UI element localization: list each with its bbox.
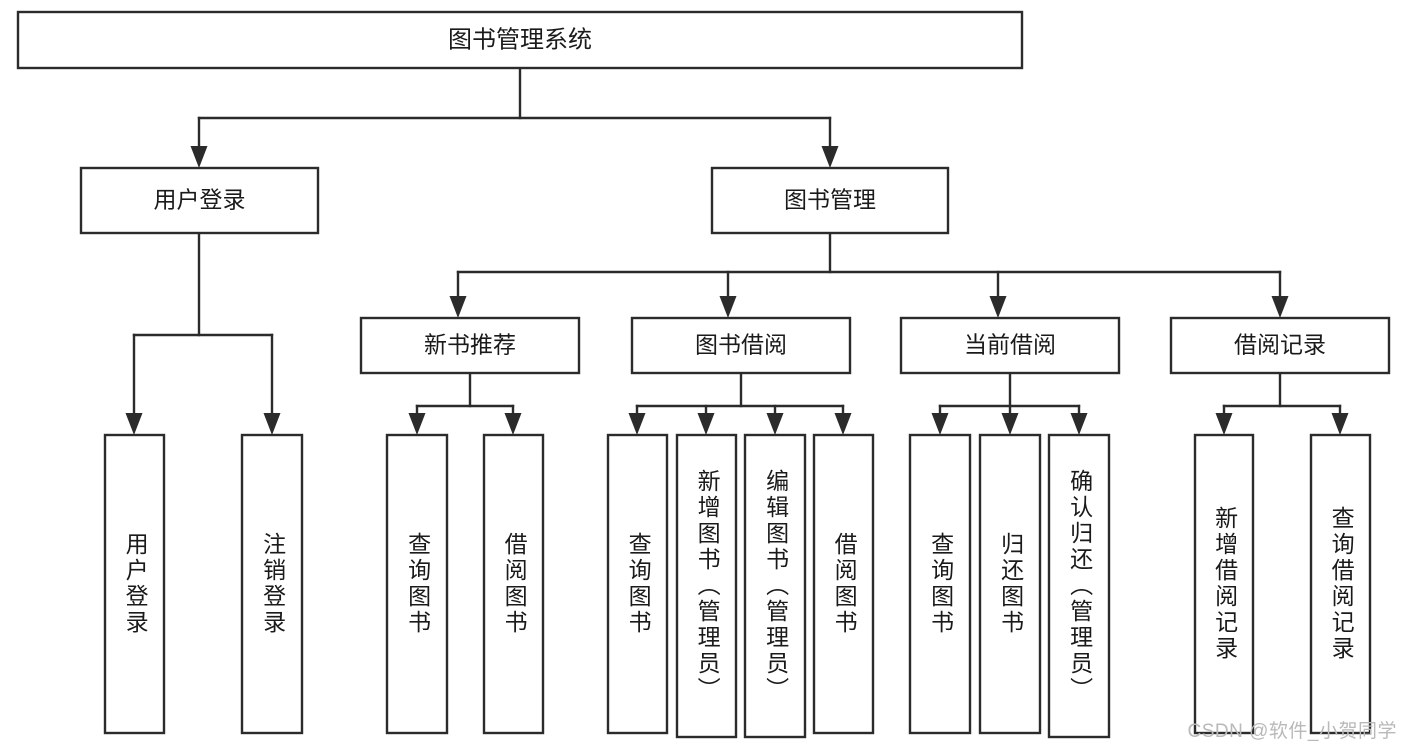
node-label-root: 图书管理系统 [448,26,592,53]
node-box-leaf-edit-book[interactable] [743,433,807,739]
current-borrow-children-arrow-2-head [1070,413,1088,435]
current-borrow-children-arrow-1-head [1001,413,1019,435]
book-borrow-children-arrow-3-head [834,413,852,435]
node-box-leaf-add-book[interactable] [675,433,738,739]
new-book-recommend-children-arrow-1-head [504,413,522,435]
book-borrow-children-arrow-2-head [766,413,784,435]
user-login-arrow-0-head [125,413,143,435]
connectors-layer [125,66,1349,435]
node-box-leaf-query-record[interactable] [1309,433,1372,735]
node-label-book-borrow: 图书借阅 [695,332,787,358]
node-box-root[interactable] [16,10,1024,70]
book-mgmt-arrow-0-head [449,296,467,318]
node-label-new-book-recommend: 新书推荐 [424,332,516,358]
node-label-current-borrow: 当前借阅 [964,332,1056,358]
node-label-borrow-record: 借阅记录 [1234,332,1326,358]
book-mgmt-arrow-1-head [719,296,737,318]
node-box-new-book-recommend[interactable] [359,316,581,375]
node-box-leaf-borrow-book-2[interactable] [812,433,875,735]
node-box-leaf-logout[interactable] [240,433,304,735]
root-arrow-0-head [190,146,208,168]
node-box-leaf-return-book[interactable] [978,433,1042,735]
current-borrow-children-arrow-0-head [931,413,949,435]
node-box-user-login[interactable] [79,166,320,235]
book-borrow-children-arrow-1-head [697,413,715,435]
book-borrow-children-arrow-0-head [628,413,646,435]
node-box-leaf-borrow-book-1[interactable] [482,433,545,735]
borrow-record-children-arrow-1-head [1331,413,1349,435]
node-box-leaf-add-record[interactable] [1193,433,1255,735]
node-box-leaf-query-book-1[interactable] [385,433,449,735]
csdn-watermark: CSDN @软件_小贺同学 [1187,721,1397,742]
new-book-recommend-children-arrow-0-head [408,413,426,435]
node-label-user-login: 用户登录 [154,187,246,213]
node-box-book-management[interactable] [710,166,950,235]
node-label-book-management: 图书管理 [784,187,876,213]
book-mgmt-arrow-3-head [1271,296,1289,318]
root-arrow-1-head [821,146,839,168]
node-box-leaf-confirm-return[interactable] [1047,433,1111,739]
node-box-borrow-record[interactable] [1169,316,1391,375]
node-box-leaf-user-login[interactable] [103,433,166,735]
node-box-leaf-query-book-3[interactable] [908,433,972,735]
user-login-arrow-1-head [263,413,281,435]
borrow-record-children-arrow-0-head [1215,413,1233,435]
node-box-leaf-query-book-2[interactable] [606,433,669,735]
node-box-current-borrow[interactable] [899,316,1121,375]
book-mgmt-arrow-2-head [989,296,1007,318]
node-box-book-borrow[interactable] [630,316,852,375]
